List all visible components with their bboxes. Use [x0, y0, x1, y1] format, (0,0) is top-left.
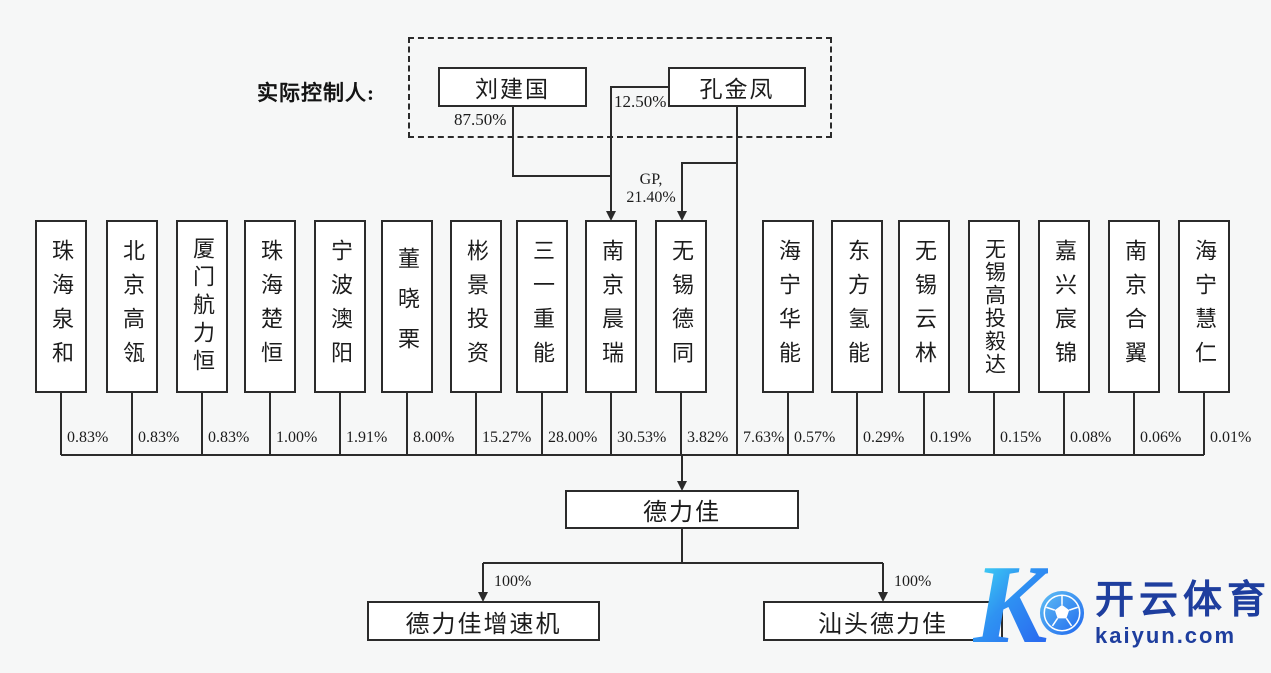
subsidiary-box-shantou: 汕头德力佳	[763, 601, 1003, 641]
subsidiary-percent-label: 100%	[894, 573, 932, 590]
shareholder-box: 珠海泉和	[35, 220, 87, 393]
subsidiary-name: 德力佳增速机	[405, 611, 562, 638]
shareholder-name: 无锡云林	[912, 238, 937, 375]
shareholder-box: 三一重能	[516, 220, 568, 393]
shareholder-percent-label: 0.06%	[1140, 429, 1182, 446]
subsidiary-percent-label: 100%	[494, 573, 532, 590]
shareholder-box: 珠海楚恒	[244, 220, 296, 393]
shareholder-name: 厦门航力恒	[190, 236, 215, 377]
percent-label-kong-partnership: 12.50%	[614, 92, 667, 111]
shareholder-percent-label: 28.00%	[548, 429, 598, 446]
shareholder-box: 厦门航力恒	[176, 220, 228, 393]
controller-name: 刘建国	[475, 77, 550, 102]
shareholder-box: 嘉兴宸锦	[1038, 220, 1090, 393]
shareholder-percent-label: 0.83%	[67, 429, 109, 446]
shareholder-name: 海宁华能	[776, 238, 801, 375]
shareholder-percent-label: 30.53%	[617, 429, 667, 446]
shareholder-name: 董晓栗	[395, 246, 420, 367]
shareholder-percent-label: 0.83%	[208, 429, 250, 446]
shareholder-percent-label: 1.91%	[346, 429, 388, 446]
shareholder-box: 海宁慧仁	[1178, 220, 1230, 393]
kong-direct-percent-label: 7.63%	[743, 429, 785, 446]
shareholder-name: 彬景投资	[464, 238, 489, 375]
gp-label-line1: GP,	[639, 171, 663, 188]
shareholder-percent-label: 0.01%	[1210, 429, 1252, 446]
shareholder-percent-label: 0.08%	[1070, 429, 1112, 446]
shareholder-name: 东方氢能	[845, 238, 870, 375]
shareholder-box: 无锡德同	[655, 220, 707, 393]
shareholder-box: 董晓栗	[381, 220, 433, 393]
shareholder-name: 南京晨瑞	[599, 238, 624, 375]
shareholder-name: 珠海楚恒	[258, 238, 283, 375]
shareholder-percent-label: 15.27%	[482, 429, 532, 446]
shareholder-percent-label: 1.00%	[276, 429, 318, 446]
subsidiary-box-gearbox: 德力佳增速机	[367, 601, 600, 641]
controller-box-kongjinfeng: 孔金凤	[668, 67, 806, 107]
actual-controller-label: 实际控制人:	[257, 81, 375, 105]
gp-label-line2: 21.40%	[626, 188, 676, 206]
shareholder-name: 无锡德同	[669, 238, 694, 375]
company-box-delijia: 德力佳	[565, 490, 799, 529]
shareholder-box: 南京晨瑞	[585, 220, 637, 393]
shareholder-percent-label: 0.83%	[138, 429, 180, 446]
shareholder-box: 无锡云林	[898, 220, 950, 393]
company-name: 德力佳	[643, 500, 721, 526]
shareholder-box: 无锡高投毅达	[968, 220, 1020, 393]
controller-name: 孔金凤	[699, 77, 775, 102]
shareholder-box: 宁波澳阳	[314, 220, 366, 393]
shareholder-box: 东方氢能	[831, 220, 883, 393]
shareholder-percent-label: 0.57%	[794, 429, 836, 446]
controller-dashed-frame	[408, 37, 832, 138]
subsidiary-name: 汕头德力佳	[818, 611, 948, 638]
shareholder-percent-label: 0.15%	[1000, 429, 1042, 446]
shareholder-box: 海宁华能	[762, 220, 814, 393]
shareholder-name: 海宁慧仁	[1192, 238, 1217, 375]
percent-label-liu: 87.50%	[454, 110, 507, 129]
shareholder-name: 嘉兴宸锦	[1052, 238, 1077, 375]
shareholder-percent-label: 0.29%	[863, 429, 905, 446]
shareholder-percent-label: 3.82%	[687, 429, 729, 446]
shareholder-box: 北京高瓴	[106, 220, 158, 393]
shareholder-name: 三一重能	[530, 238, 555, 375]
shareholder-name: 南京合翼	[1122, 238, 1147, 375]
shareholder-percent-label: 8.00%	[413, 429, 455, 446]
shareholder-name: 宁波澳阳	[328, 238, 353, 375]
shareholder-name: 无锡高投毅达	[982, 237, 1007, 376]
shareholder-box: 彬景投资	[450, 220, 502, 393]
shareholder-percent-label: 0.19%	[930, 429, 972, 446]
shareholder-name: 珠海泉和	[49, 238, 74, 375]
controller-box-liujianguo: 刘建国	[438, 67, 587, 107]
shareholder-name: 北京高瓴	[120, 238, 145, 375]
shareholder-box: 南京合翼	[1108, 220, 1160, 393]
